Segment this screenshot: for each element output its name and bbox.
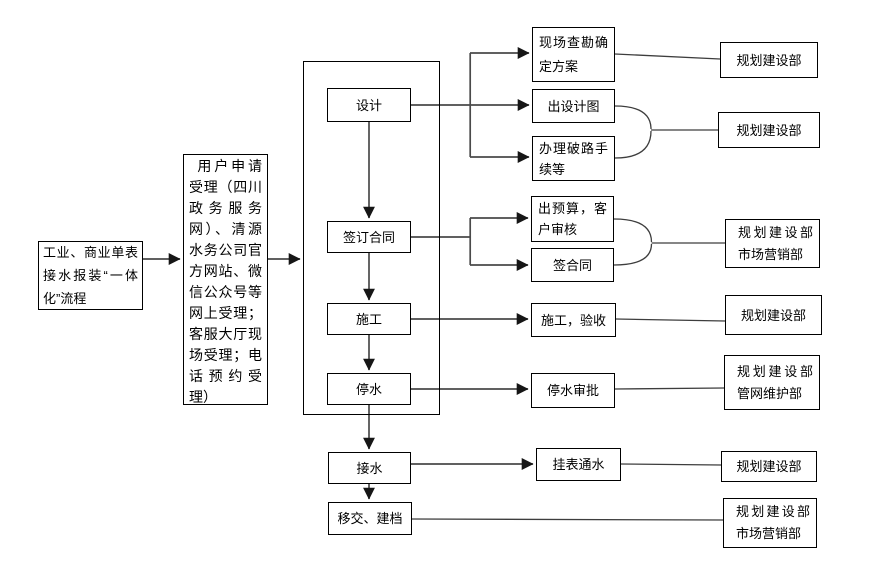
stage-handover-archive-box: 移交、建档 — [328, 502, 412, 535]
dept-meter-label: 规划建设部 — [736, 459, 802, 474]
stage-stop-water-box: 停水 — [327, 373, 411, 405]
task-site-survey-label: 现场查勘确定方案 — [539, 34, 608, 74]
stage-sign-contract-label: 签订合同 — [342, 229, 395, 245]
entry-title-box: 工业、商业单表接水报装“一体化”流程 — [38, 241, 143, 310]
stage-connect-water-box: 接水 — [328, 452, 411, 484]
task-road-breaking-box: 办理破路手续等 — [532, 136, 615, 181]
stage-handover-archive-label: 移交、建档 — [337, 511, 403, 526]
line-accept-to-dept — [615, 318, 726, 322]
task-meter-install-box: 挂表通水 — [536, 448, 621, 481]
stage-connect-water-label: 接水 — [356, 460, 383, 476]
apply-accept-box: 用户申请受理（四川政务服务网）、清源水务公司官方网站、微信公众号等网上受理；客服… — [183, 154, 268, 405]
line-meter-to-dept — [620, 463, 722, 466]
entry-title-label: 工业、商业单表接水报装“一体化”流程 — [43, 245, 138, 306]
dept-stop-label: 规划建设部管网维护部 — [737, 363, 813, 401]
task-sign-label: 签合同 — [552, 257, 592, 273]
task-meter-install-label: 挂表通水 — [552, 457, 605, 472]
task-design-drawing-label: 出设计图 — [547, 98, 600, 114]
task-stop-water-approval-label: 停水审批 — [546, 383, 599, 398]
dept-survey-label: 规划建设部 — [736, 52, 802, 68]
task-stop-water-approval-box: 停水审批 — [531, 373, 615, 408]
stage-sign-contract-box: 签订合同 — [327, 221, 411, 253]
stage-design-label: 设计 — [355, 97, 382, 113]
curve-sign-merge — [613, 243, 653, 266]
task-construct-accept-box: 施工，验收 — [531, 303, 616, 337]
stage-construction-label: 施工 — [355, 311, 382, 327]
task-construct-accept-label: 施工，验收 — [540, 312, 606, 328]
line-handover-to-dept — [411, 518, 724, 521]
arrow-connectors — [143, 47, 534, 500]
stage-construction-box: 施工 — [327, 303, 411, 335]
task-site-survey-box: 现场查勘确定方案 — [532, 27, 615, 82]
task-budget-review-label: 出预算，客户审核 — [538, 201, 607, 237]
dept-design-box: 规划建设部 — [718, 112, 820, 148]
line-survey-to-dept — [614, 53, 721, 60]
dept-handover-box: 规划建设部市场营销部 — [723, 498, 817, 548]
task-design-drawing-box: 出设计图 — [532, 89, 615, 123]
line-approval-to-dept — [614, 387, 725, 390]
stage-design-box: 设计 — [327, 88, 411, 122]
dept-meter-box: 规划建设部 — [721, 451, 817, 482]
dept-construct-label: 规划建设部 — [740, 307, 806, 323]
dept-construct-box: 规划建设部 — [725, 295, 822, 335]
curve-budget-merge — [613, 218, 653, 243]
dept-handover-label: 规划建设部市场营销部 — [736, 504, 810, 541]
dept-contract-box: 规划建设部市场营销部 — [725, 219, 820, 268]
task-road-breaking-label: 办理破路手续等 — [539, 140, 608, 177]
curve-roadbreaking-merge — [614, 130, 652, 159]
plain-connectors — [411, 53, 726, 521]
apply-accept-label: 用户申请受理（四川政务服务网）、清源水务公司官方网站、微信公众号等网上受理；客服… — [189, 158, 262, 405]
dept-survey-box: 规划建设部 — [720, 42, 818, 78]
task-sign-box: 签合同 — [531, 248, 614, 282]
dept-contract-label: 规划建设部市场营销部 — [738, 224, 813, 262]
dept-stop-box: 规划建设部管网维护部 — [724, 355, 820, 410]
curve-drawing-merge — [614, 105, 652, 130]
task-budget-review-box: 出预算，客户审核 — [531, 196, 614, 242]
process-group-frame — [303, 61, 440, 415]
stage-stop-water-label: 停水 — [355, 381, 382, 397]
dept-design-label: 规划建设部 — [736, 122, 802, 138]
